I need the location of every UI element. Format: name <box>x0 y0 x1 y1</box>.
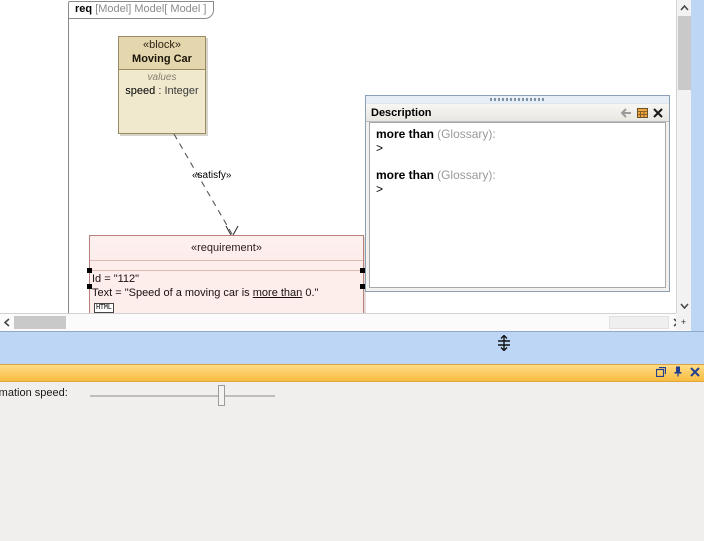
frame-tab-keyword: req <box>75 3 93 15</box>
requirement-name-compartment <box>90 261 363 271</box>
diagram-vertical-scroll-thumb[interactable] <box>678 16 691 90</box>
glossary-entry: more than (Glossary): > <box>376 168 659 196</box>
simulation-panel: animation speed: Console ✕ Variables ✕ <box>0 364 704 541</box>
block-stereotype: «block» <box>143 39 181 51</box>
right-edge-strip <box>691 0 704 333</box>
glossary-term: more than <box>376 127 435 141</box>
requirement-node[interactable]: «requirement» Id = "112" Text = "Speed o… <box>87 235 365 313</box>
block-property-name: speed <box>125 85 156 97</box>
selection-handle-right-top[interactable] <box>360 268 365 273</box>
scroll-down-icon[interactable] <box>677 298 692 313</box>
requirement-attributes: Id = "112" Text = "Speed of a moving car… <box>90 271 363 313</box>
description-title: Description <box>371 106 432 119</box>
back-arrow-icon[interactable] <box>618 105 634 120</box>
frame-tab-name: Model[ Model ] <box>134 3 207 15</box>
simulation-panel-titlebar <box>0 365 704 382</box>
animation-speed-row: animation speed: <box>0 382 704 409</box>
glossary-definition: > <box>376 141 384 155</box>
glossary-term: more than <box>376 168 435 182</box>
glossary-entry: more than (Glossary): > <box>376 127 659 155</box>
scroll-corner: + <box>676 313 691 330</box>
selection-handle-right-bottom[interactable] <box>360 284 365 289</box>
glossary-source: (Glossary): <box>437 168 496 182</box>
glossary-definition: > <box>376 182 384 196</box>
requirement-id-attribute: Id = "112" <box>92 273 140 285</box>
html-badge: HTML <box>94 303 114 313</box>
block-header: «block» Moving Car <box>119 37 205 70</box>
animation-speed-label: animation speed: <box>0 387 68 399</box>
table-icon[interactable] <box>634 105 650 120</box>
requirement-text-prefix: Text = "Speed of a moving car is <box>92 287 253 299</box>
selection-handle-left-top[interactable] <box>87 268 92 273</box>
block-values-compartment: values speed : Integer <box>119 70 205 98</box>
diagram-frame-body <box>68 16 672 313</box>
restore-icon[interactable] <box>655 366 667 380</box>
diagram-frame-tab: req [Model] Model[ Model ] <box>68 1 215 19</box>
diagram-left-gutter <box>0 0 63 313</box>
close-icon[interactable] <box>690 366 700 380</box>
satisfy-connector[interactable] <box>170 134 290 240</box>
requirement-stereotype: «requirement» <box>90 236 363 261</box>
block-property-type: : Integer <box>155 85 199 97</box>
splitter-resize-handle[interactable] <box>494 335 514 351</box>
requirement-text-suffix: 0." <box>302 287 319 299</box>
requirement-text-attribute: Text = "Speed of a moving car is more th… <box>92 286 363 300</box>
close-icon[interactable] <box>650 105 666 120</box>
diagram-horizontal-scrollbar[interactable] <box>0 313 691 331</box>
pin-icon[interactable] <box>673 366 683 380</box>
scroll-up-icon[interactable] <box>677 0 692 15</box>
selection-handle-left-bottom[interactable] <box>87 284 92 289</box>
block-property-speed: speed : Integer <box>119 84 205 98</box>
frame-tab-qualifier: [Model] <box>95 3 132 15</box>
description-titlebar: Description <box>366 104 669 122</box>
description-window[interactable]: Description <box>365 95 670 292</box>
satisfy-label: «satisfy» <box>192 170 232 181</box>
animation-speed-slider-knob[interactable] <box>218 385 225 406</box>
diagram-canvas[interactable]: req [Model] Model[ Model ] «block» Movin… <box>62 0 675 313</box>
glossary-source: (Glossary): <box>437 127 496 141</box>
requirement-text-glossary-link[interactable]: more than <box>252 287 303 299</box>
diagram-vertical-scrollbar[interactable] <box>676 0 692 313</box>
animation-speed-slider[interactable] <box>90 395 275 397</box>
block-values-label: values <box>147 72 177 83</box>
diagram-horizontal-scroll-thumb[interactable] <box>14 316 66 329</box>
panel-splitter[interactable] <box>0 331 704 365</box>
block-name: Moving Car <box>132 53 192 65</box>
description-drag-grip[interactable] <box>366 96 669 104</box>
block-node-moving-car[interactable]: «block» Moving Car values speed : Intege… <box>118 36 206 134</box>
diagram-horizontal-scroll-track-segment[interactable] <box>609 316 669 329</box>
diagram-pane: req [Model] Model[ Model ] «block» Movin… <box>0 0 704 333</box>
description-body[interactable]: more than (Glossary): > more than (Gloss… <box>369 122 666 288</box>
scroll-left-icon[interactable] <box>0 315 14 330</box>
